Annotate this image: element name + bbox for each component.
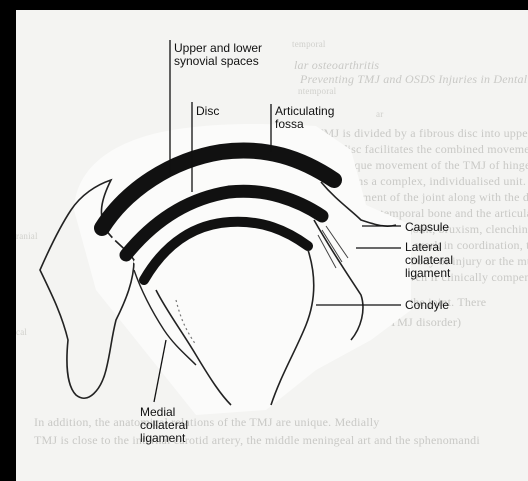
label-line: ligament <box>405 267 453 280</box>
label-capsule: Capsule <box>405 221 449 234</box>
label-lateral-collateral-ligament: Lateral collateral ligament <box>405 241 453 280</box>
diagram-backdrop <box>74 124 411 415</box>
label-line: fossa <box>275 118 334 131</box>
label-articulating-fossa: Articulating fossa <box>275 105 334 131</box>
label-disc: Disc <box>196 105 219 118</box>
label-line: ligament <box>140 432 188 445</box>
label-line: synovial spaces <box>174 55 262 68</box>
scanned-page: temporal lar osteoarthritis Preventing T… <box>16 10 528 481</box>
label-synovial-spaces: Upper and lower synovial spaces <box>174 42 262 68</box>
label-medial-collateral-ligament: Medial collateral ligament <box>140 406 188 445</box>
label-condyle: Condyle <box>405 299 449 312</box>
